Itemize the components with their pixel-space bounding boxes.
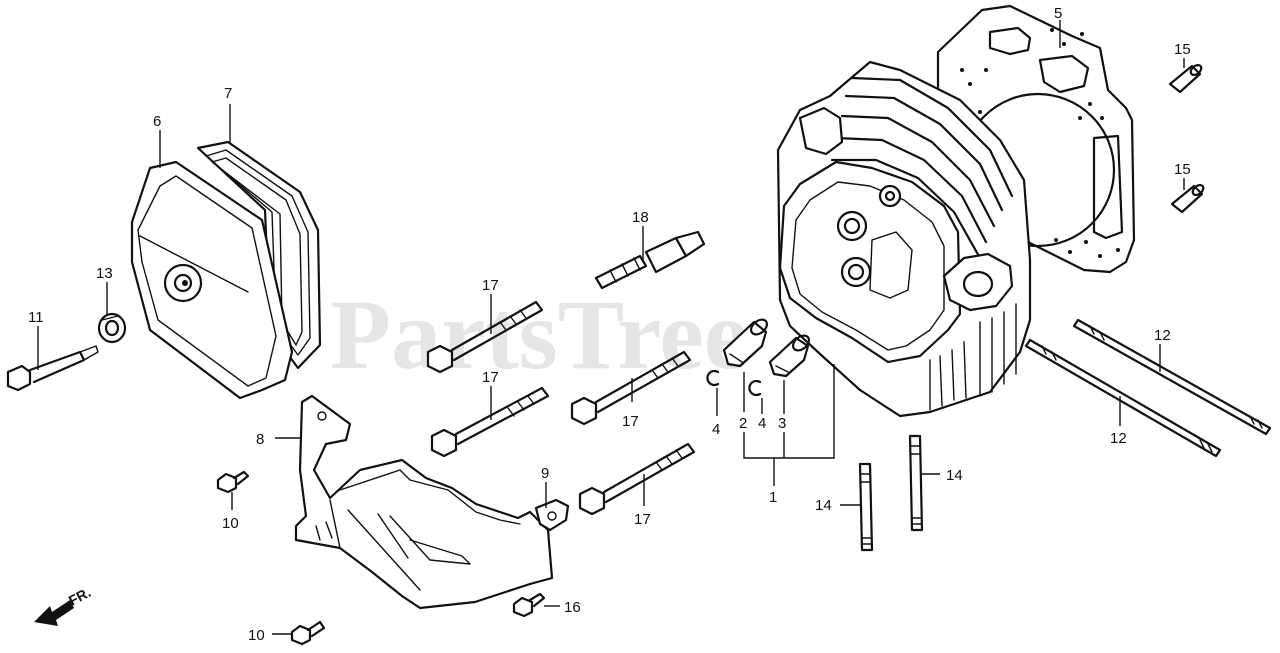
flange-bolt-upper[interactable] (216, 470, 250, 494)
dowel-pin-1[interactable] (1168, 63, 1203, 94)
callout-11: 11 (28, 309, 44, 326)
callout-14-a: 14 (815, 497, 832, 514)
callout-12-a: 12 (1154, 327, 1171, 344)
head-cover[interactable] (130, 160, 294, 400)
valve-guide-clip-2[interactable] (748, 379, 762, 397)
callout-17-d: 17 (634, 511, 651, 528)
head-bolt-2[interactable] (430, 386, 550, 458)
cylinder-head[interactable] (776, 60, 1032, 418)
callout-10-upper: 10 (222, 515, 239, 532)
callout-15-a: 15 (1174, 41, 1191, 58)
callout-16: 16 (564, 599, 581, 616)
callout-labels: 7 6 13 11 8 10 10 9 16 17 17 17 17 18 4 … (28, 5, 1191, 644)
head-bolt-4[interactable] (578, 442, 696, 516)
head-bolt-1[interactable] (426, 300, 544, 374)
sealing-washer[interactable] (97, 312, 127, 344)
callout-2: 2 (739, 415, 747, 432)
exhaust-valve-guide[interactable] (722, 317, 770, 368)
spark-plug[interactable] (594, 230, 706, 290)
callout-18: 18 (632, 209, 649, 226)
head-cover-bracket[interactable] (294, 394, 554, 610)
flange-bolt-lower[interactable] (290, 620, 326, 646)
intake-valve-guide[interactable] (768, 333, 812, 378)
long-stud-bolt-1[interactable] (1072, 318, 1272, 436)
callout-3: 3 (778, 415, 786, 432)
leader-lines (37, 20, 1185, 635)
callout-5: 5 (1054, 5, 1062, 22)
callout-10-lower: 10 (248, 627, 265, 644)
watermark-text: PartsTree (330, 279, 748, 390)
long-stud-bolt-2[interactable] (1024, 338, 1222, 458)
callout-17-b: 17 (482, 369, 499, 386)
valve-guide-clip-1[interactable] (706, 369, 720, 387)
callout-17-c: 17 (622, 413, 639, 430)
cover-bolt[interactable] (6, 345, 99, 392)
callout-14-b: 14 (946, 467, 963, 484)
callout-4-a: 4 (712, 421, 720, 438)
front-direction-indicator: FR. (34, 584, 93, 626)
callout-7: 7 (224, 85, 232, 102)
small-flange-bolt[interactable] (512, 592, 546, 618)
short-stud-bolt-2[interactable] (908, 434, 924, 532)
callout-17-a: 17 (482, 277, 499, 294)
callout-6: 6 (153, 113, 161, 130)
callout-8: 8 (256, 431, 264, 448)
callout-1: 1 (769, 489, 777, 506)
short-stud-bolt-1[interactable] (858, 462, 874, 552)
bracket-clip[interactable] (534, 498, 570, 532)
callout-9: 9 (541, 465, 549, 482)
dowel-pin-2[interactable] (1170, 183, 1205, 214)
head-bolt-3[interactable] (570, 350, 692, 426)
callout-12-b: 12 (1110, 430, 1127, 447)
callout-13: 13 (96, 265, 113, 282)
callout-15-b: 15 (1174, 161, 1191, 178)
callout-4-b: 4 (758, 415, 766, 432)
front-arrow-icon (34, 600, 74, 626)
